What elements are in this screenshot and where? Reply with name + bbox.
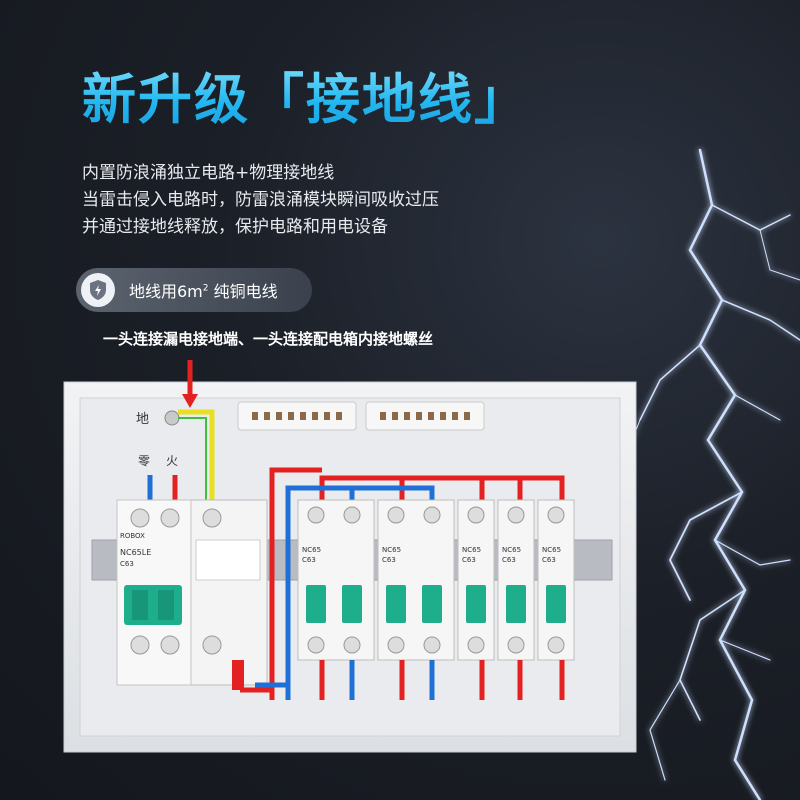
breaker-toggle[interactable] (422, 585, 442, 623)
breaker-toggle[interactable] (306, 585, 326, 623)
terminal-screw (307, 506, 325, 524)
neutral-label: 零 (138, 454, 151, 468)
terminal-screw (547, 636, 565, 654)
breaker-module[interactable] (377, 499, 455, 661)
badge-text: 地线用6m2 纯铜电线 (129, 278, 278, 302)
ground-wire-badge: 地线用6m2 纯铜电线 (76, 268, 312, 312)
terminal-screw (507, 636, 525, 654)
breaker-toggle[interactable] (386, 585, 406, 623)
badge-text-sup: 2 (202, 283, 209, 294)
description-line: 内置防浪涌独立电路+物理接地线 (82, 163, 335, 183)
terminal-screw (467, 506, 485, 524)
terminal-screw (423, 506, 441, 524)
breaker-module[interactable] (497, 499, 535, 661)
terminal-screw (423, 636, 441, 654)
badge-text-rest: 纯铜电线 (208, 282, 278, 301)
description-line: 当雷击侵入电路时，防雷浪涌模块瞬间吸收过压 (82, 190, 439, 210)
description-block: 内置防浪涌独立电路+物理接地线 当雷击侵入电路时，防雷浪涌模块瞬间吸收过压 并通… (82, 160, 439, 241)
breaker-toggle[interactable] (506, 585, 526, 623)
lightning-bolt-icon (619, 148, 800, 800)
breaker-toggle[interactable] (466, 585, 486, 623)
terminal-screw (307, 636, 325, 654)
badge-text-main: 地线用6m (129, 282, 203, 301)
terminal-screw (343, 636, 361, 654)
live-label: 火 (166, 454, 179, 468)
terminal-screw (547, 506, 565, 524)
shield-lightning-icon (81, 273, 115, 307)
breaker-toggle[interactable] (546, 585, 566, 623)
ground-label: 地 (136, 412, 150, 427)
terminal-screw (343, 506, 361, 524)
breaker-module[interactable] (457, 499, 495, 661)
terminal-screw (387, 506, 405, 524)
terminal-screw (507, 506, 525, 524)
breaker-module[interactable] (297, 499, 375, 661)
page-title: 新升级「接地线」 (82, 55, 530, 134)
terminal-screw (387, 636, 405, 654)
description-line: 并通过接地线释放，保护电路和用电设备 (82, 217, 388, 237)
callout-text: 一头连接漏电接地端、一头连接配电箱内接地螺丝 (103, 330, 434, 348)
terminal-screw (467, 636, 485, 654)
breaker-module[interactable] (537, 499, 575, 661)
breaker-toggle[interactable] (342, 585, 362, 623)
